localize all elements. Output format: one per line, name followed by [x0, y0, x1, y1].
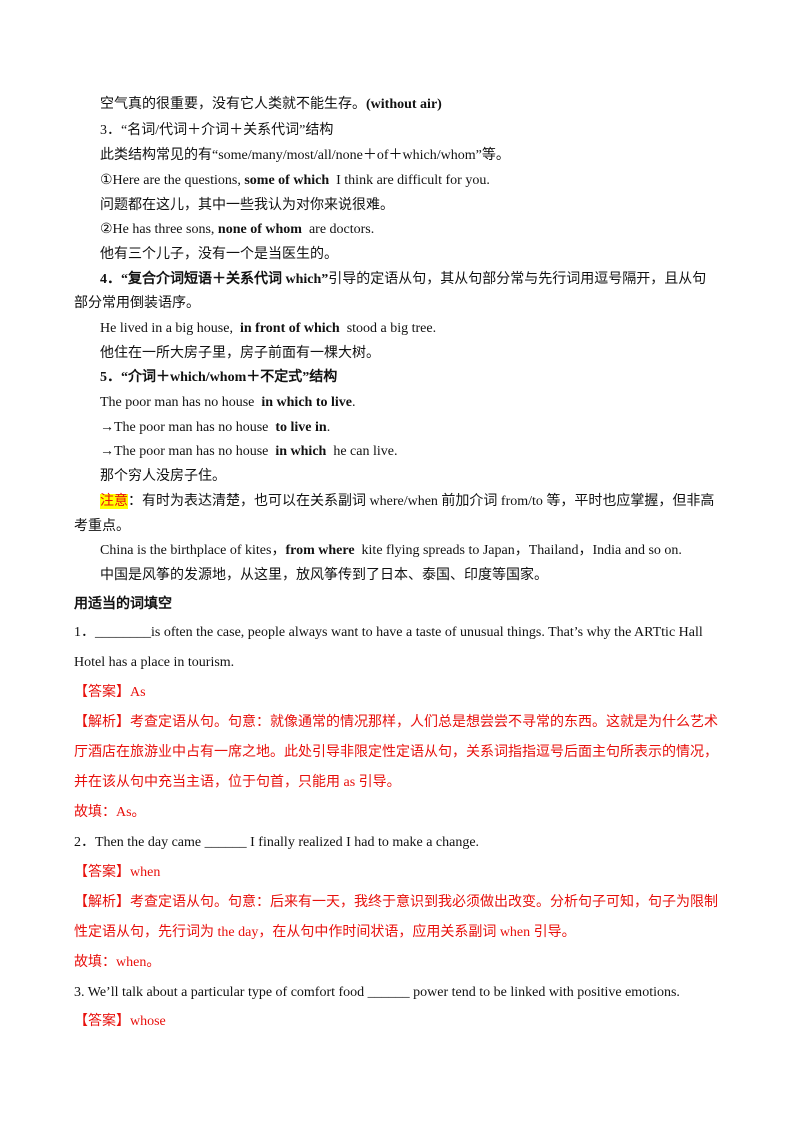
text-line: 问题都在这儿，其中一些我认为对你来说很难。: [100, 198, 394, 213]
text-line: 注意：有时为表达清楚，也可以在关系副词 where/when 前加介词 from…: [100, 494, 715, 509]
explanation-2: 性定语从句，先行词为 the day，在从句中作时间状语，应用关系副词 when…: [74, 925, 576, 940]
fill-2: 故填：when。: [74, 955, 161, 970]
text-line: 那个穷人没房子住。: [100, 469, 226, 484]
answer-3: 【答案】whose: [74, 1014, 166, 1029]
text-line: 3．“名词/代词＋介词＋关系代词”结构: [100, 123, 334, 138]
text-line: The poor man has no house in which to li…: [100, 395, 356, 410]
text-line: ①Here are the questions, some of which I…: [100, 173, 490, 188]
note-highlight: 注意: [100, 494, 128, 509]
text-line: 他有三个儿子，没有一个是当医生的。: [100, 247, 338, 262]
answer-2: 【答案】when: [74, 865, 161, 880]
explanation-1: 厅酒店在旅游业中占有一席之地。此处引导非限定性定语从句，关系词指指逗号后面主句所…: [74, 745, 718, 760]
text-line: 空气真的很重要，没有它人类就不能生存。(without air): [100, 97, 442, 112]
explanation-1: 并在该从句中充当主语，位于句首，只能用 as 引导。: [74, 775, 401, 790]
text-line: 他住在一所大房子里，房子前面有一棵大树。: [100, 346, 380, 361]
question-2: 2．Then the day came ______ I finally rea…: [74, 835, 480, 850]
text-line: 部分常用倒装语序。: [74, 296, 200, 311]
text-line: 此类结构常见的有“some/many/most/all/none＋of＋whic…: [100, 148, 510, 163]
text-line: 4．“复合介词短语＋关系代词 which”引导的定语从句，其从句部分常与先行词用…: [100, 272, 707, 287]
text-line: →The poor man has no house to live in.: [100, 420, 331, 435]
question-1-cont: Hotel has a place in tourism.: [74, 655, 235, 670]
fill-1: 故填：As。: [74, 805, 146, 820]
question-3: 3. We’ll talk about a particular type of…: [74, 985, 680, 1000]
text-line: 考重点。: [74, 519, 130, 534]
text-line: 中国是风筝的发源地，从这里，放风筝传到了日本、泰国、印度等国家。: [100, 568, 548, 583]
text-line: 5．“介词＋which/whom＋不定式”结构: [100, 370, 338, 385]
text-line: He lived in a big house, in front of whi…: [100, 321, 437, 336]
text-line: →The poor man has no house in which he c…: [100, 444, 398, 459]
text-line: ②He has three sons, none of whom are doc…: [100, 222, 375, 237]
text-line: China is the birthplace of kites，from wh…: [100, 543, 682, 558]
question-1: 1．________is often the case, people alwa…: [74, 625, 703, 640]
answer-1: 【答案】As: [74, 685, 146, 700]
explanation-2: 【解析】考查定语从句。句意：后来有一天，我终于意识到我必须做出改变。分析句子可知…: [74, 895, 718, 910]
section-title: 用适当的词填空: [74, 596, 172, 612]
explanation-1: 【解析】考查定语从句。句意：就像通常的情况那样，人们总是想尝尝不寻常的东西。这就…: [74, 715, 718, 730]
